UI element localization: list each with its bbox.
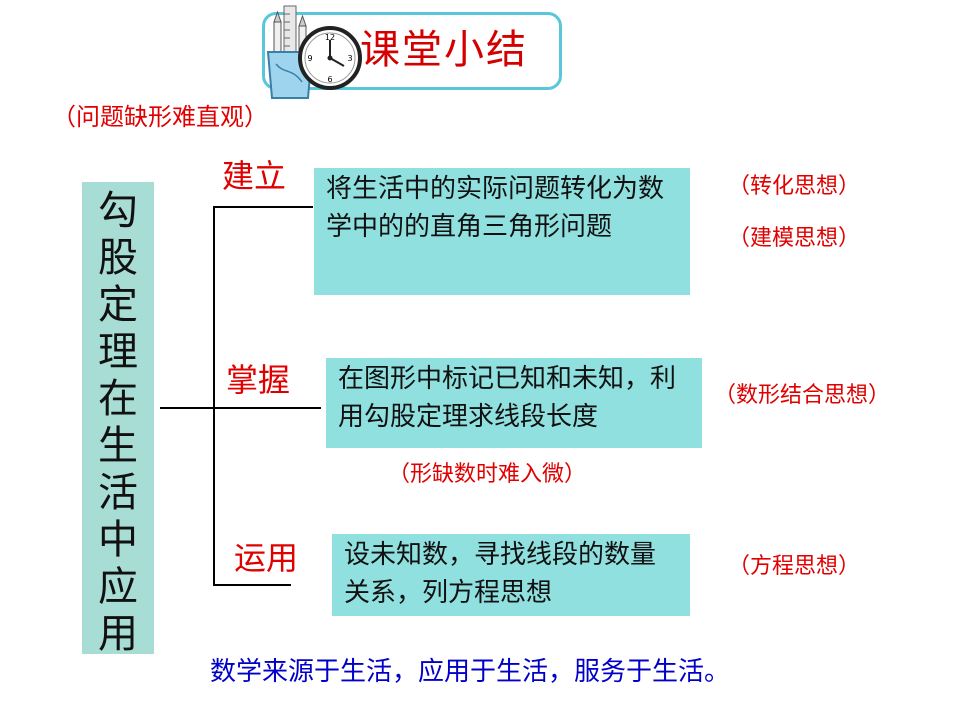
page-title: 课堂小结	[360, 27, 528, 73]
svg-text:9: 9	[307, 54, 312, 63]
sub-note: （问题缺形难直观）	[52, 103, 268, 131]
content-text-apply: 设未知数，寻找线段的数量关系，列方程思想	[344, 540, 657, 608]
main-topic-box	[82, 182, 154, 654]
main-topic-text: 勾股定理在生活中应用	[98, 188, 138, 657]
stage-label-master: 掌握	[226, 361, 291, 399]
connector-branch-3	[213, 584, 291, 586]
content-text-build: 将生活中的实际问题转化为数学中的的直角三角形问题	[326, 174, 665, 242]
stage-label-build: 建立	[222, 157, 287, 195]
footer-motto: 数学来源于生活，应用于生活，服务于生活。	[210, 657, 731, 687]
svg-text:6: 6	[327, 75, 332, 84]
svg-text:12: 12	[325, 33, 335, 42]
connector-branch-2	[213, 407, 321, 409]
connector-vertical-trunk	[213, 206, 215, 586]
connector-horizontal-main	[160, 407, 214, 409]
content-box-apply: 设未知数，寻找线段的数量关系，列方程思想	[332, 534, 690, 616]
below-note-shape-number: （形缺数时难入微）	[388, 462, 587, 487]
side-note-model: （建模思想）	[728, 226, 861, 251]
svg-text:3: 3	[347, 54, 352, 63]
content-box-master: 在图形中标记已知和未知，利用勾股定理求线段长度	[326, 358, 702, 448]
connector-branch-1	[213, 206, 313, 208]
side-note-transform: （转化思想）	[728, 174, 861, 199]
stage-label-apply: 运用	[234, 539, 299, 577]
side-note-equation: （方程思想）	[728, 554, 861, 579]
content-box-build: 将生活中的实际问题转化为数学中的的直角三角形问题	[314, 168, 690, 295]
content-text-master: 在图形中标记已知和未知，利用勾股定理求线段长度	[338, 364, 677, 432]
pencil-cup-clock-icon: 12 3 6 9	[266, 5, 362, 99]
side-note-number-shape: （数形结合思想）	[714, 383, 891, 408]
